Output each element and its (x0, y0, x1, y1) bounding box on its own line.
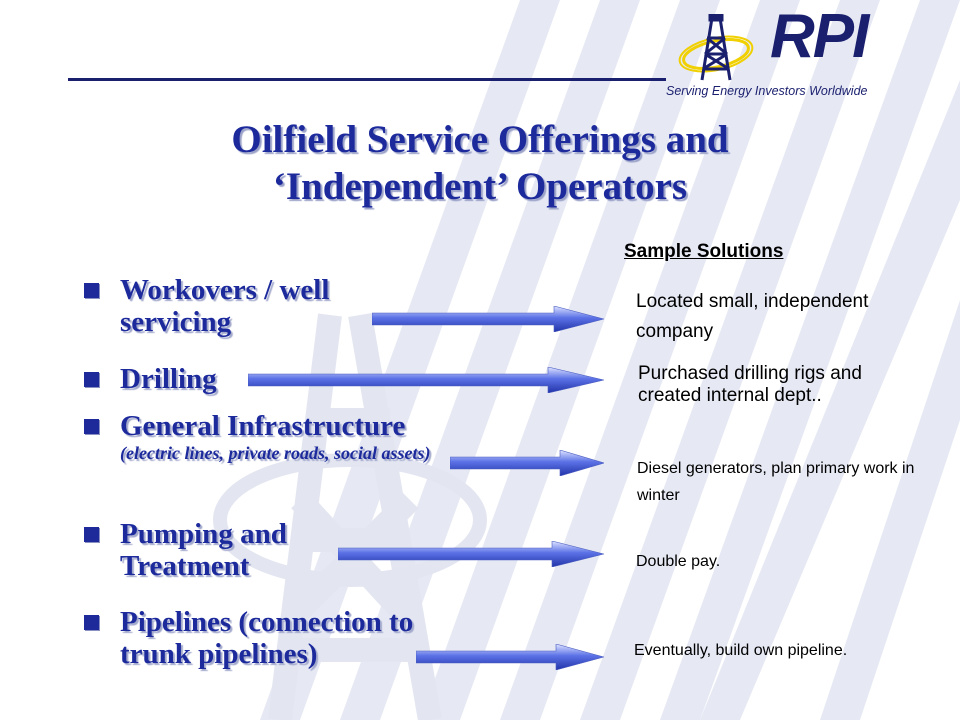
solutions-heading: Sample Solutions (624, 241, 784, 262)
square-bullet-icon (84, 372, 99, 387)
arrow-right-icon (248, 367, 604, 393)
derrick-icon (678, 14, 754, 81)
page-title: Oilfield Service Offerings and ‘Independ… (100, 116, 860, 210)
logo-tagline: Serving Energy Investors Worldwide (666, 84, 868, 98)
solution-item: Double pay. (636, 553, 721, 570)
arrow-right-icon (338, 541, 604, 567)
logo-text: RPI (770, 2, 869, 71)
bullet-text: Pumping and Treatment (120, 518, 287, 582)
bullet-main-text: General Infrastructure (120, 410, 406, 442)
bullet-text: General Infrastructure (electric lines, … (120, 410, 480, 464)
square-bullet-icon (84, 419, 99, 434)
arrow-right-icon (450, 450, 604, 476)
square-bullet-icon (84, 283, 99, 298)
square-bullet-icon (84, 615, 99, 630)
arrow-right-icon (416, 644, 604, 670)
solution-item: Located small, independent company (636, 291, 869, 342)
solution-item: Eventually, build own pipeline. (634, 642, 848, 659)
title-line-1: Oilfield Service Offerings and (231, 118, 729, 161)
logo-rule (68, 78, 666, 81)
square-bullet-icon (84, 527, 99, 542)
bullet-text: Drilling (120, 363, 217, 395)
title-line-2: ‘Independent’ Operators (272, 165, 688, 208)
bullet-text: Workovers / well servicing (120, 274, 330, 338)
solution-item: Purchased drilling rigs and created inte… (638, 363, 862, 406)
bullet-text: Pipelines (connection to trunk pipelines… (120, 606, 414, 670)
arrow-right-icon (372, 306, 604, 332)
bullet-subtext: (electric lines, private roads, social a… (120, 443, 431, 463)
solution-item: Diesel generators, plan primary work in … (637, 460, 915, 504)
